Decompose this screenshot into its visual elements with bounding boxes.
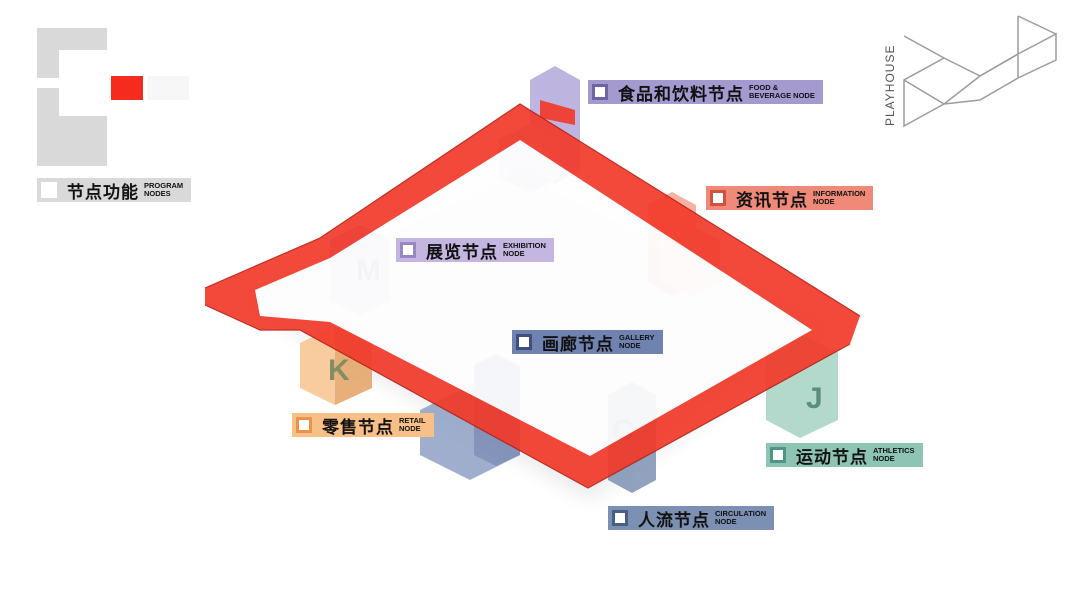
retail-node-checkbox-icon: [296, 417, 312, 433]
athletics-node-checkbox-icon: [770, 447, 786, 463]
food-node-zh: 食品和饮料节点: [618, 84, 744, 104]
athletics-node-tag: 运动节点 ATHLETICS NODE: [766, 443, 923, 467]
info-node-tag: 资讯节点 INFORMATION NODE: [706, 186, 874, 210]
retail-node-zh: 零售节点: [322, 417, 394, 437]
retail-letter: K: [328, 354, 350, 387]
retail-node-tag: 零售节点 RETAIL NODE: [292, 413, 434, 437]
athletics-node-zh: 运动节点: [796, 447, 868, 467]
gallery-node-en: GALLERY NODE: [619, 333, 655, 350]
gallery-node-checkbox-icon: [516, 334, 532, 350]
circulation-node-zh: 人流节点: [638, 510, 710, 530]
logo-mark: [37, 28, 189, 166]
playhouse-logo: PLAYHOUSE: [883, 15, 1057, 128]
circulation-loop: [204, 100, 861, 489]
title-tag: 节点功能 PROGRAM NODES: [37, 178, 192, 202]
food-node-checkbox-icon: [592, 84, 608, 100]
exhibition-node-checkbox-icon: [400, 242, 416, 258]
circulation-node-tag: 人流节点 CIRCULATION NODE: [608, 506, 775, 530]
title-en: PROGRAM NODES: [144, 181, 184, 198]
circulation-node-en: CIRCULATION NODE: [715, 509, 767, 526]
title-zh: 节点功能: [67, 182, 139, 202]
retail-node-en: RETAIL NODE: [399, 416, 426, 433]
info-node-en: INFORMATION NODE: [813, 189, 866, 206]
info-node-zh: 资讯节点: [736, 190, 808, 210]
circulation-node-checkbox-icon: [612, 510, 628, 526]
gallery-node-zh: 画廊节点: [542, 334, 614, 354]
exhibition-node-tag: 展览节点 EXHIBITION NODE: [396, 238, 554, 262]
food-node-tag: 食品和饮料节点 FOOD & BEVERAGE NODE: [588, 80, 823, 104]
exhibition-node-zh: 展览节点: [426, 242, 498, 262]
info-node-checkbox-icon: [710, 190, 726, 206]
playhouse-wordmark: PLAYHOUSE: [883, 45, 897, 126]
athletics-letter: J: [806, 382, 823, 415]
title-checkbox-icon: [41, 182, 57, 198]
food-node-en: FOOD & BEVERAGE NODE: [749, 83, 815, 100]
athletics-node-en: ATHLETICS NODE: [873, 446, 915, 463]
gallery-node-tag: 画廊节点 GALLERY NODE: [512, 330, 663, 354]
exhibition-node-en: EXHIBITION NODE: [503, 241, 546, 258]
